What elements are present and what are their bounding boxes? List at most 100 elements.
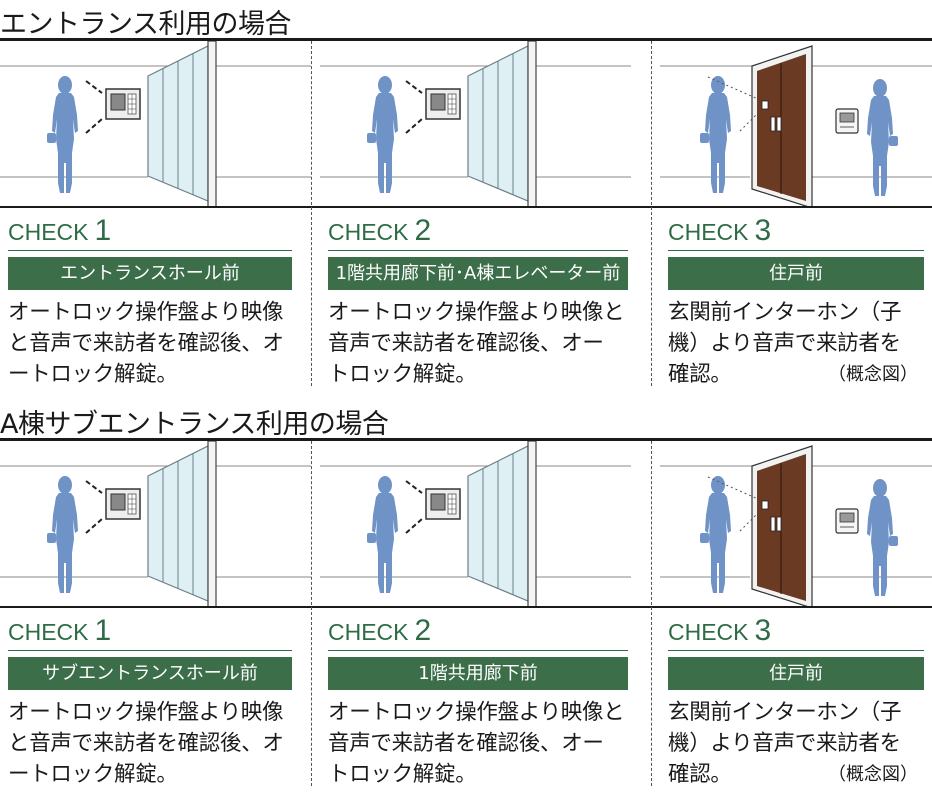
check-rule (668, 650, 924, 651)
person-silhouette-icon (367, 476, 398, 593)
location-label: 1階共用廊下前 (328, 657, 628, 690)
check-number: 3 (754, 614, 772, 647)
location-label: サブエントランスホール前 (8, 657, 292, 690)
indoor-monitor-icon (835, 108, 859, 134)
concept-note: （概念図） (828, 764, 918, 785)
check-rule (328, 250, 628, 251)
description-line: 確認。 (668, 362, 732, 387)
check-word: CHECK (328, 219, 409, 245)
intercom-panel-icon (425, 88, 461, 120)
check-rule (328, 650, 628, 651)
corridor-lines (0, 65, 311, 178)
description-line: トロック解錠。 (328, 762, 477, 787)
indoor-monitor-icon (835, 508, 859, 534)
description-line: 音声で来訪者を確認後、オー (328, 331, 604, 356)
description: オートロック操作盤より映像と音声で来訪者を確認後、オートロック解錠。 (8, 297, 292, 390)
description-line: オートロック操作盤より映像と (328, 300, 625, 325)
corridor-lines (0, 465, 311, 578)
location-label: 住戸前 (668, 257, 924, 290)
person-silhouette-icon (47, 76, 78, 193)
intercom-panel-icon (425, 488, 461, 520)
description-line: トロック解錠。 (328, 362, 477, 387)
column-divider (311, 41, 312, 386)
scene-bottom-rule (0, 206, 932, 208)
view-lines (85, 80, 103, 134)
description-line: 確認。 (668, 762, 732, 787)
column-divider (651, 41, 652, 386)
section-title: エントランス利用の場合 (0, 9, 291, 40)
check-rule (8, 650, 292, 651)
view-lines (707, 476, 759, 532)
concept-note: （概念図） (828, 364, 918, 385)
check-rule (8, 250, 292, 251)
person-silhouette-icon (867, 479, 898, 596)
person-silhouette-icon (367, 76, 398, 193)
description-line: オートロック操作盤より映像 (8, 300, 284, 325)
check-rule (668, 250, 924, 251)
description-line: 機）より音声で来訪者を (668, 331, 901, 356)
scene-bottom-rule (0, 606, 932, 608)
description-line: 玄関前インターホン（子 (668, 700, 902, 725)
section-top-rule (0, 38, 932, 41)
description-line: オートロック操作盤より映像 (8, 700, 284, 725)
intercom-panel-icon (105, 88, 141, 120)
description-line: 音声で来訪者を確認後、オー (328, 731, 604, 756)
person-silhouette-icon (867, 79, 898, 196)
description: オートロック操作盤より映像と音声で来訪者を確認後、オートロック解錠。 (328, 697, 628, 790)
apartment-door-icon (751, 445, 813, 608)
location-label: 1階共用廊下前･A棟エレベーター前 (328, 257, 628, 290)
description-line: オートロック操作盤より映像と (328, 700, 625, 725)
check-number: 3 (754, 214, 772, 247)
corridor-lines (320, 65, 631, 178)
description-line: ートロック解錠。 (8, 762, 178, 787)
check-number: 1 (94, 214, 112, 247)
check-number: 1 (94, 614, 112, 647)
apartment-door-icon (751, 45, 813, 208)
description: オートロック操作盤より映像と音声で来訪者を確認後、オートロック解錠。 (328, 297, 628, 390)
scene-illustration (0, 41, 932, 208)
scene-illustration (0, 441, 932, 608)
view-lines (405, 80, 423, 134)
view-lines (85, 480, 103, 534)
intercom-panel-icon (105, 488, 141, 520)
description: 玄関前インターホン（子機）より音声で来訪者を確認。 （概念図） (668, 697, 924, 790)
check-word: CHECK (8, 619, 89, 645)
view-lines (405, 480, 423, 534)
description-line: 機）より音声で来訪者を (668, 731, 901, 756)
column-divider (311, 441, 312, 786)
check-word: CHECK (668, 619, 749, 645)
section-top-rule (0, 438, 932, 441)
corridor-lines (320, 465, 631, 578)
check-number: 2 (414, 614, 432, 647)
location-label: エントランスホール前 (8, 257, 292, 290)
description-line: と音声で来訪者を確認後、オ (8, 331, 284, 356)
description-line: ートロック解錠。 (8, 362, 178, 387)
check-word: CHECK (8, 219, 89, 245)
column-divider (651, 441, 652, 786)
check-word: CHECK (668, 219, 749, 245)
description-line: 玄関前インターホン（子 (668, 300, 902, 325)
check-number: 2 (414, 214, 432, 247)
person-silhouette-icon (700, 476, 731, 593)
description-line: と音声で来訪者を確認後、オ (8, 731, 284, 756)
section-title: A棟サブエントランス利用の場合 (0, 409, 389, 440)
description: オートロック操作盤より映像と音声で来訪者を確認後、オートロック解錠。 (8, 697, 292, 790)
person-silhouette-icon (47, 476, 78, 593)
person-silhouette-icon (700, 76, 731, 193)
description: 玄関前インターホン（子機）より音声で来訪者を確認。 （概念図） (668, 297, 924, 390)
view-lines (707, 76, 759, 132)
check-word: CHECK (328, 619, 409, 645)
